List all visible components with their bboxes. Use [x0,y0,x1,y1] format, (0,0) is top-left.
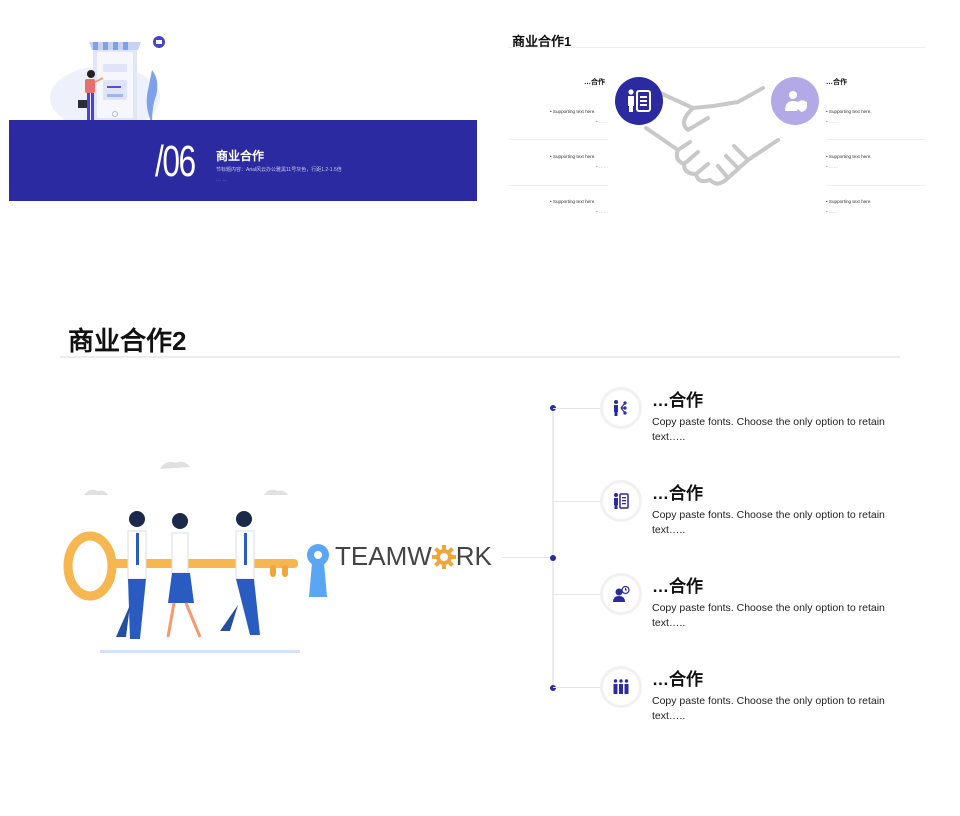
branch-line [553,501,603,502]
item-icon-circle [600,387,642,429]
section-divider-slide: /06 商业合作 节标题内容：Arial风云办公雅黑11号灰色，行距1.2-1.… [9,20,477,202]
item-title: …合作 [652,577,703,596]
branch-line [553,408,603,409]
person-document-icon [628,89,651,112]
team-carrying-key-illustration [63,461,300,653]
item-icon-circle [600,480,642,522]
right-item-1: • Supporting text here. [826,109,872,114]
right-divider [826,139,926,140]
item-text: Copy paste fonts. Choose the only option… [652,602,885,629]
item-text: Copy paste fonts. Choose the only option… [652,509,885,536]
business-cooperation-1-slide: 商业合作1 …合作 • Supporting text here. [508,25,928,225]
slide-title: 商业合作2 [68,326,187,356]
item-title: …合作 [652,391,703,410]
right-item-1-sub: • …… [826,119,839,124]
section-dots: ··· ··· [216,178,228,184]
left-item-2: • Supporting text here. [550,154,596,159]
left-divider [508,139,608,140]
shop-illustration [50,36,165,130]
branch-line [553,594,603,595]
connector-line [502,557,552,558]
right-icon-circle [771,77,819,125]
section-subtitle: 节标题内容：Arial风云办公雅黑11号灰色，行距1.2-1.5倍 [216,167,342,173]
item-text: Copy paste fonts. Choose the only option… [652,416,885,443]
person-shield-icon [785,91,807,112]
item-icon-circle [600,666,642,708]
right-item-3-sub: • …… [826,209,839,214]
title-divider [60,356,900,358]
right-divider [826,185,926,186]
right-item-2-sub: • …… [826,164,839,169]
branch-line [553,687,603,688]
timeline-dot [550,685,556,691]
gear-icon [431,544,456,569]
right-heading: …合作 [826,79,847,86]
item-icon-circle [600,573,642,615]
team-icon [613,679,629,694]
timeline-dot [550,555,556,561]
left-item-3-sub: • …… [596,209,609,214]
business-cooperation-2-slide: 商业合作2 [55,315,915,735]
slide-title: 商业合作1 [512,34,572,49]
right-item-3: • Supporting text here. [826,199,872,204]
left-icon-circle [615,77,663,125]
left-item-1-sub: • …… [596,119,609,124]
person-document-icon [614,493,629,509]
section-number: /06 [155,137,196,186]
teamwork-wordmark: TEAMW RK [335,541,492,571]
title-divider [508,47,926,48]
person-network-icon [614,400,627,416]
item-title: …合作 [652,484,703,503]
section-title: 商业合作 [216,149,265,163]
left-item-3: • Supporting text here. [550,199,596,204]
item-text: Copy paste fonts. Choose the only option… [652,695,885,722]
person-clock-icon [613,585,630,602]
right-item-2: • Supporting text here. [826,154,872,159]
left-heading: …合作 [584,79,605,86]
left-item-2-sub: • …… [596,164,609,169]
keyhole-icon [307,544,329,597]
left-divider [508,185,608,186]
item-title: …合作 [652,670,703,689]
handshake-icon [644,86,780,186]
timeline-line [552,408,554,688]
section-banner [9,120,477,201]
left-item-1: • Supporting text here. [550,109,596,114]
